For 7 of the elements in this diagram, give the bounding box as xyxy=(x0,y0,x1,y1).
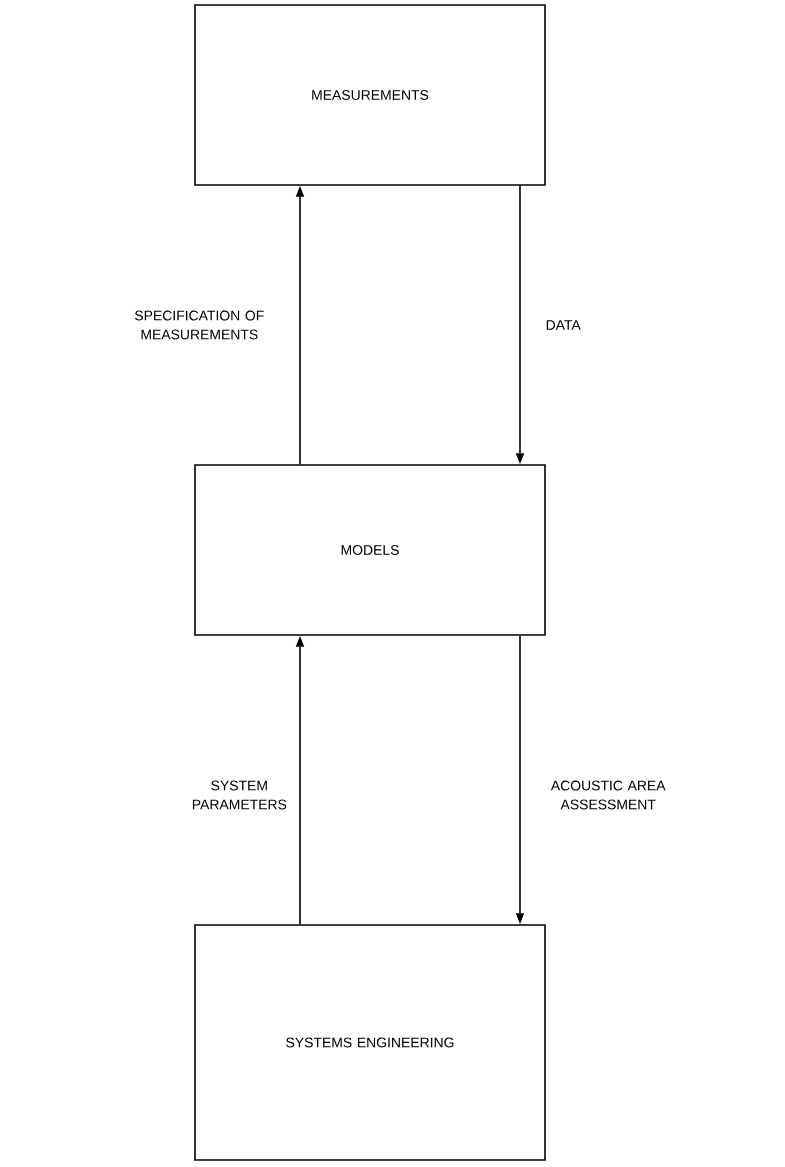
edge-label: SPECIFICATION OF MEASUREMENTS xyxy=(135,310,264,340)
process-box: MEASUREMENTS xyxy=(194,4,546,186)
edge-label: SYSTEM PARAMETERS xyxy=(192,780,287,810)
edge-label: ACOUSTIC AREA ASSESSMENT xyxy=(550,780,666,810)
edge-label: DATA xyxy=(546,320,581,330)
process-box: MODELS xyxy=(194,464,546,636)
process-box: SYSTEMS ENGINEERING xyxy=(194,924,546,1161)
